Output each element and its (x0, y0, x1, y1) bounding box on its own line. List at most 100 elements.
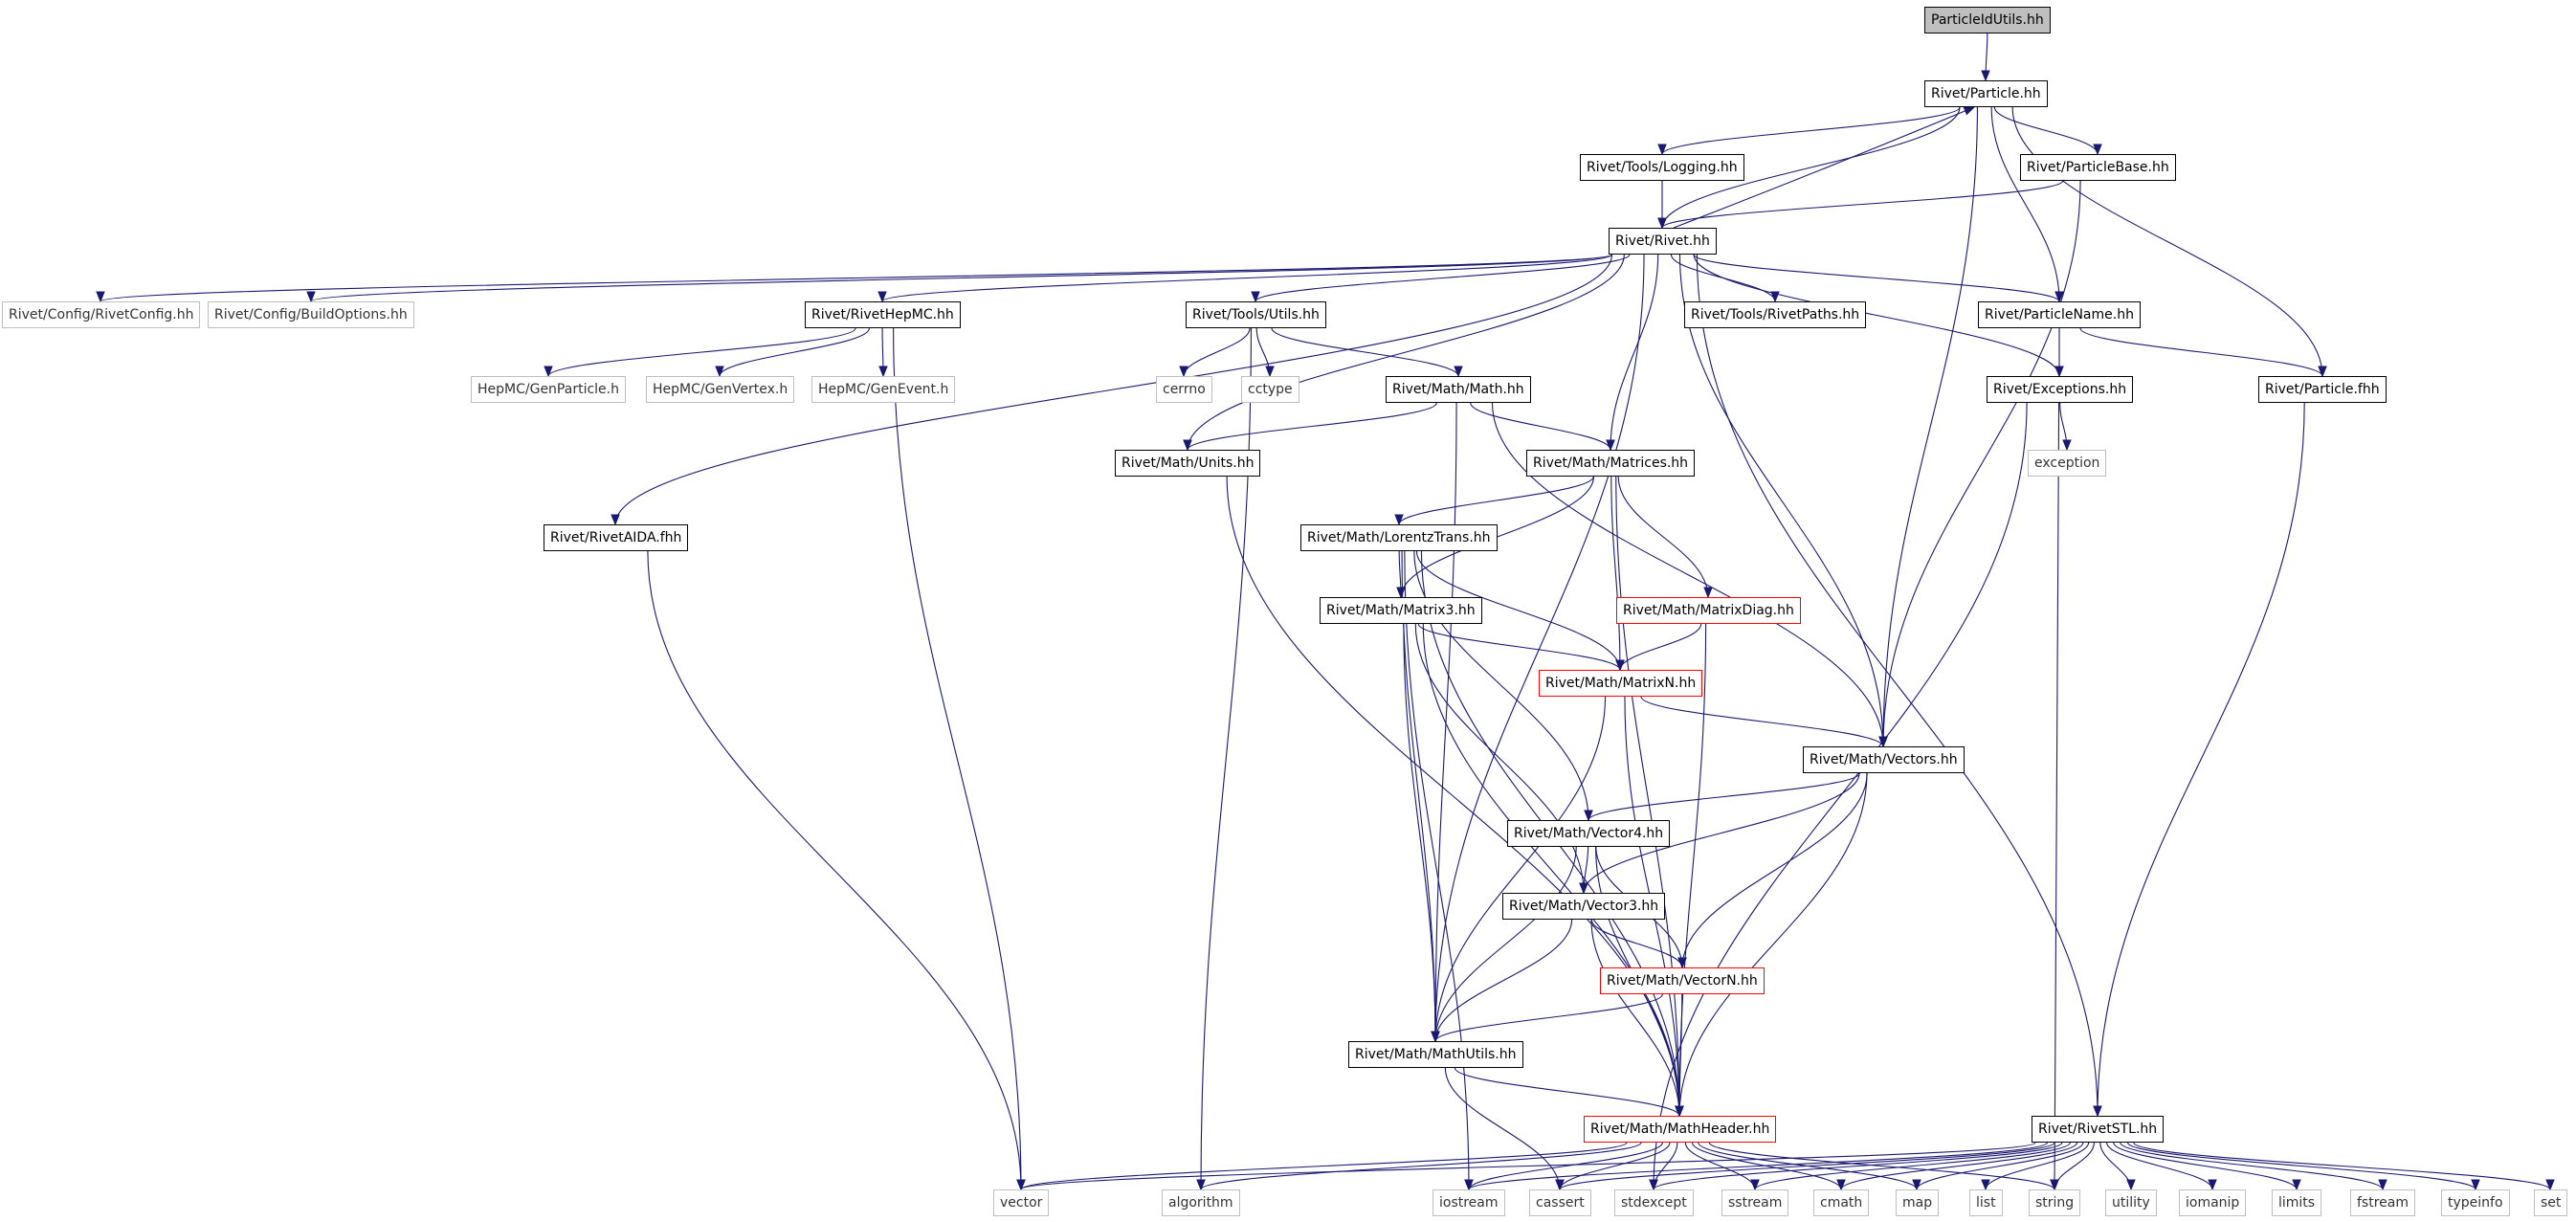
node-rivet-math-lorentztrans[interactable]: Rivet/Math/LorentzTrans.hh (1300, 524, 1498, 551)
node-rivet-particle[interactable]: Rivet/Particle.hh (1924, 80, 2048, 107)
edge-arrowhead (2093, 1105, 2102, 1118)
edge-arrowhead (2471, 1179, 2480, 1191)
node-rivet-particle-fhh[interactable]: Rivet/Particle.fhh (2258, 376, 2387, 403)
node-rivet-math-math[interactable]: Rivet/Math/Math.hh (1386, 376, 1531, 403)
node-rivet-rivet[interactable]: Rivet/Rivet.hh (1609, 228, 1717, 255)
node-cctype: cctype (1241, 376, 1299, 403)
edge-rivet-rivetstl-to-iomanip (2106, 1142, 2213, 1190)
edge-rivet-particle-to-rivet-particlename (1990, 106, 2060, 302)
edge-rivet-math-lorentztrans-to-iostream (1404, 550, 1470, 1190)
edge-rivet-math-matrixn-to-rivet-math-mathutils (1434, 696, 1607, 1042)
edge-rivet-rivet-to-rivet-rivetstl (1696, 254, 2099, 1117)
edge-rivet-rivetstl-to-map (1916, 1142, 2084, 1190)
edge-arrowhead (611, 514, 620, 526)
edge-rivet-math-math-to-rivet-math-matrices (1470, 402, 1611, 451)
node-rivet-tools-logging[interactable]: Rivet/Tools/Logging.hh (1580, 154, 1744, 181)
node-rivet-exceptions[interactable]: Rivet/Exceptions.hh (1987, 376, 2134, 403)
edge-rivet-exceptions-to-stdexcept (1653, 402, 2028, 1190)
node-rivet-math-mathutils[interactable]: Rivet/Math/MathUtils.hh (1348, 1041, 1523, 1068)
node-hepmc-genparticle: HepMC/GenParticle.h (471, 376, 626, 403)
edge-arrowhead (544, 366, 553, 378)
edge-rivet-math-vector3-to-rivet-math-vectorn (1590, 919, 1683, 968)
edge-rivet-math-matrix3-to-rivet-math-mathutils (1403, 623, 1436, 1042)
node-rivet-config-buildoptions: Rivet/Config/BuildOptions.hh (208, 301, 414, 328)
node-rivet-math-matrices[interactable]: Rivet/Math/Matrices.hh (1526, 450, 1696, 477)
edge-arrowhead (1878, 736, 1888, 748)
node-rivet-math-matrix3[interactable]: Rivet/Math/Matrix3.hh (1320, 597, 1482, 624)
edge-rivet-particle-fhh-to-rivet-rivetstl (2097, 402, 2305, 1117)
edge-rivet-math-matrices-to-rivet-math-matrix3 (1400, 476, 1595, 598)
edge-arrowhead (1431, 1031, 1440, 1043)
node-rivet-math-units[interactable]: Rivet/Math/Units.hh (1115, 450, 1261, 477)
edge-rivet-particle-to-rivet-rivet (1661, 106, 1961, 229)
node-hepmc-genvertex: HepMC/GenVertex.h (646, 376, 795, 403)
edge-arrowhead (1179, 366, 1188, 378)
edge-rivet-rivetstl-to-set (2133, 1142, 2551, 1190)
edge-rivet-rivethepmc-to-hepmc-genparticle (547, 327, 856, 377)
node-rivet-rivetstl[interactable]: Rivet/RivetSTL.hh (2032, 1116, 2165, 1143)
edge-arrowhead (2378, 1179, 2387, 1191)
node-algorithm: algorithm (1162, 1189, 1240, 1216)
edge-rivet-math-mathheader-to-string (1708, 1142, 2055, 1190)
edge-arrowhead (715, 366, 724, 378)
edge-arrowhead (2292, 1179, 2301, 1191)
edge-rivet-rivethepmc-to-vector (893, 327, 1022, 1190)
edge-rivet-rivet-to-rivet-rivetaida-fhh (614, 254, 1613, 525)
edge-arrowhead (1196, 1179, 1206, 1191)
edge-arrowhead (1615, 659, 1625, 672)
edge-rivet-math-matrix3-to-rivet-math-vector3 (1414, 623, 1585, 894)
edge-rivet-particle-to-rivet-tools-logging (1661, 106, 1961, 155)
edge-rivet-particlename-to-rivet-particle-fhh (2079, 327, 2323, 377)
edge-arrowhead (2208, 1179, 2217, 1191)
node-rivet-math-vector3[interactable]: Rivet/Math/Vector3.hh (1502, 893, 1666, 920)
edge-arrowhead (1265, 366, 1275, 378)
node-map: map (1896, 1189, 1940, 1216)
node-rivet-math-matrixdiag[interactable]: Rivet/Math/MatrixDiag.hh (1616, 597, 1801, 624)
node-rivet-rivethepmc[interactable]: Rivet/RivetHepMC.hh (805, 301, 961, 328)
edge-rivet-rivet-to-rivet-exceptions (1693, 254, 2060, 377)
node-rivet-particlebase[interactable]: Rivet/ParticleBase.hh (2020, 154, 2176, 181)
edge-arrowhead (2126, 1179, 2136, 1191)
edge-rivet-rivetstl-to-cassert (1559, 1142, 2055, 1190)
edge-rivet-rivet-to-rivet-config-rivetconfig (100, 254, 1613, 302)
edge-rivet-particle-to-rivet-particle-fhh (2011, 106, 2323, 377)
edge-rivet-rivetstl-to-limits (2113, 1142, 2298, 1190)
node-rivet-math-vectors[interactable]: Rivet/Math/Vectors.hh (1803, 746, 1965, 773)
edge-rivet-rivet-to-rivet-config-buildoptions (310, 254, 1613, 302)
edge-rivet-math-vector3-to-rivet-math-mathheader (1590, 919, 1680, 1117)
edge-arrowhead (2093, 144, 2102, 156)
node-sstream: sstream (1721, 1189, 1789, 1216)
node-rivet-math-vectorn[interactable]: Rivet/Math/VectorN.hh (1600, 967, 1765, 994)
edge-arrowhead (1981, 70, 1990, 82)
edge-arrowhead (1649, 1179, 1658, 1191)
edge-rivet-particlebase-to-rivet-rivet (1661, 180, 2064, 229)
node-rivet-tools-utils[interactable]: Rivet/Tools/Utils.hh (1186, 301, 1326, 328)
node-list: list (1969, 1189, 2003, 1216)
node-rivet-tools-rivetpaths[interactable]: Rivet/Tools/RivetPaths.hh (1684, 301, 1867, 328)
edge-rivet-rivetstl-to-cmath (1840, 1142, 2078, 1190)
node-set: set (2534, 1189, 2568, 1216)
edge-arrowhead (1703, 587, 1713, 599)
edge-arrowhead (1579, 882, 1588, 895)
node-rivet-particlename[interactable]: Rivet/ParticleName.hh (1978, 301, 2141, 328)
edge-rivet-math-mathheader-to-cassert (1559, 1142, 1671, 1190)
edge-rivet-math-mathheader-to-algorithm (1200, 1142, 1642, 1190)
edge-layer (96, 33, 2555, 1191)
edge-arrowhead (1657, 144, 1667, 156)
edge-rivet-math-mathheader-to-iostream (1468, 1142, 1663, 1190)
node-rivet-math-matrixn[interactable]: Rivet/Math/MatrixN.hh (1539, 670, 1703, 697)
edge-arrowhead (2054, 366, 2064, 378)
edge-rivet-math-matrix3-to-rivet-math-mathheader (1422, 623, 1680, 1117)
node-hepmc-genevent: HepMC/GenEvent.h (811, 376, 956, 403)
node-rivet-rivetaida-fhh[interactable]: Rivet/RivetAIDA.fhh (544, 524, 689, 551)
edge-arrowhead (1584, 810, 1593, 822)
node-rivet-math-mathheader[interactable]: Rivet/Math/MathHeader.hh (1584, 1116, 1777, 1143)
node-rivet-math-vector4[interactable]: Rivet/Math/Vector4.hh (1507, 820, 1671, 847)
edge-arrowhead (1836, 1179, 1846, 1191)
edge-rivet-math-matrices-to-rivet-math-matrixn (1610, 476, 1621, 671)
edge-rivet-math-vectors-to-rivet-math-vector4 (1588, 772, 1860, 821)
edge-rivet-math-mathutils-to-rivet-math-mathheader (1454, 1067, 1680, 1117)
edge-arrowhead (2054, 291, 2064, 303)
edge-rivet-math-matrices-to-rivet-math-lorentztrans (1398, 476, 1594, 525)
